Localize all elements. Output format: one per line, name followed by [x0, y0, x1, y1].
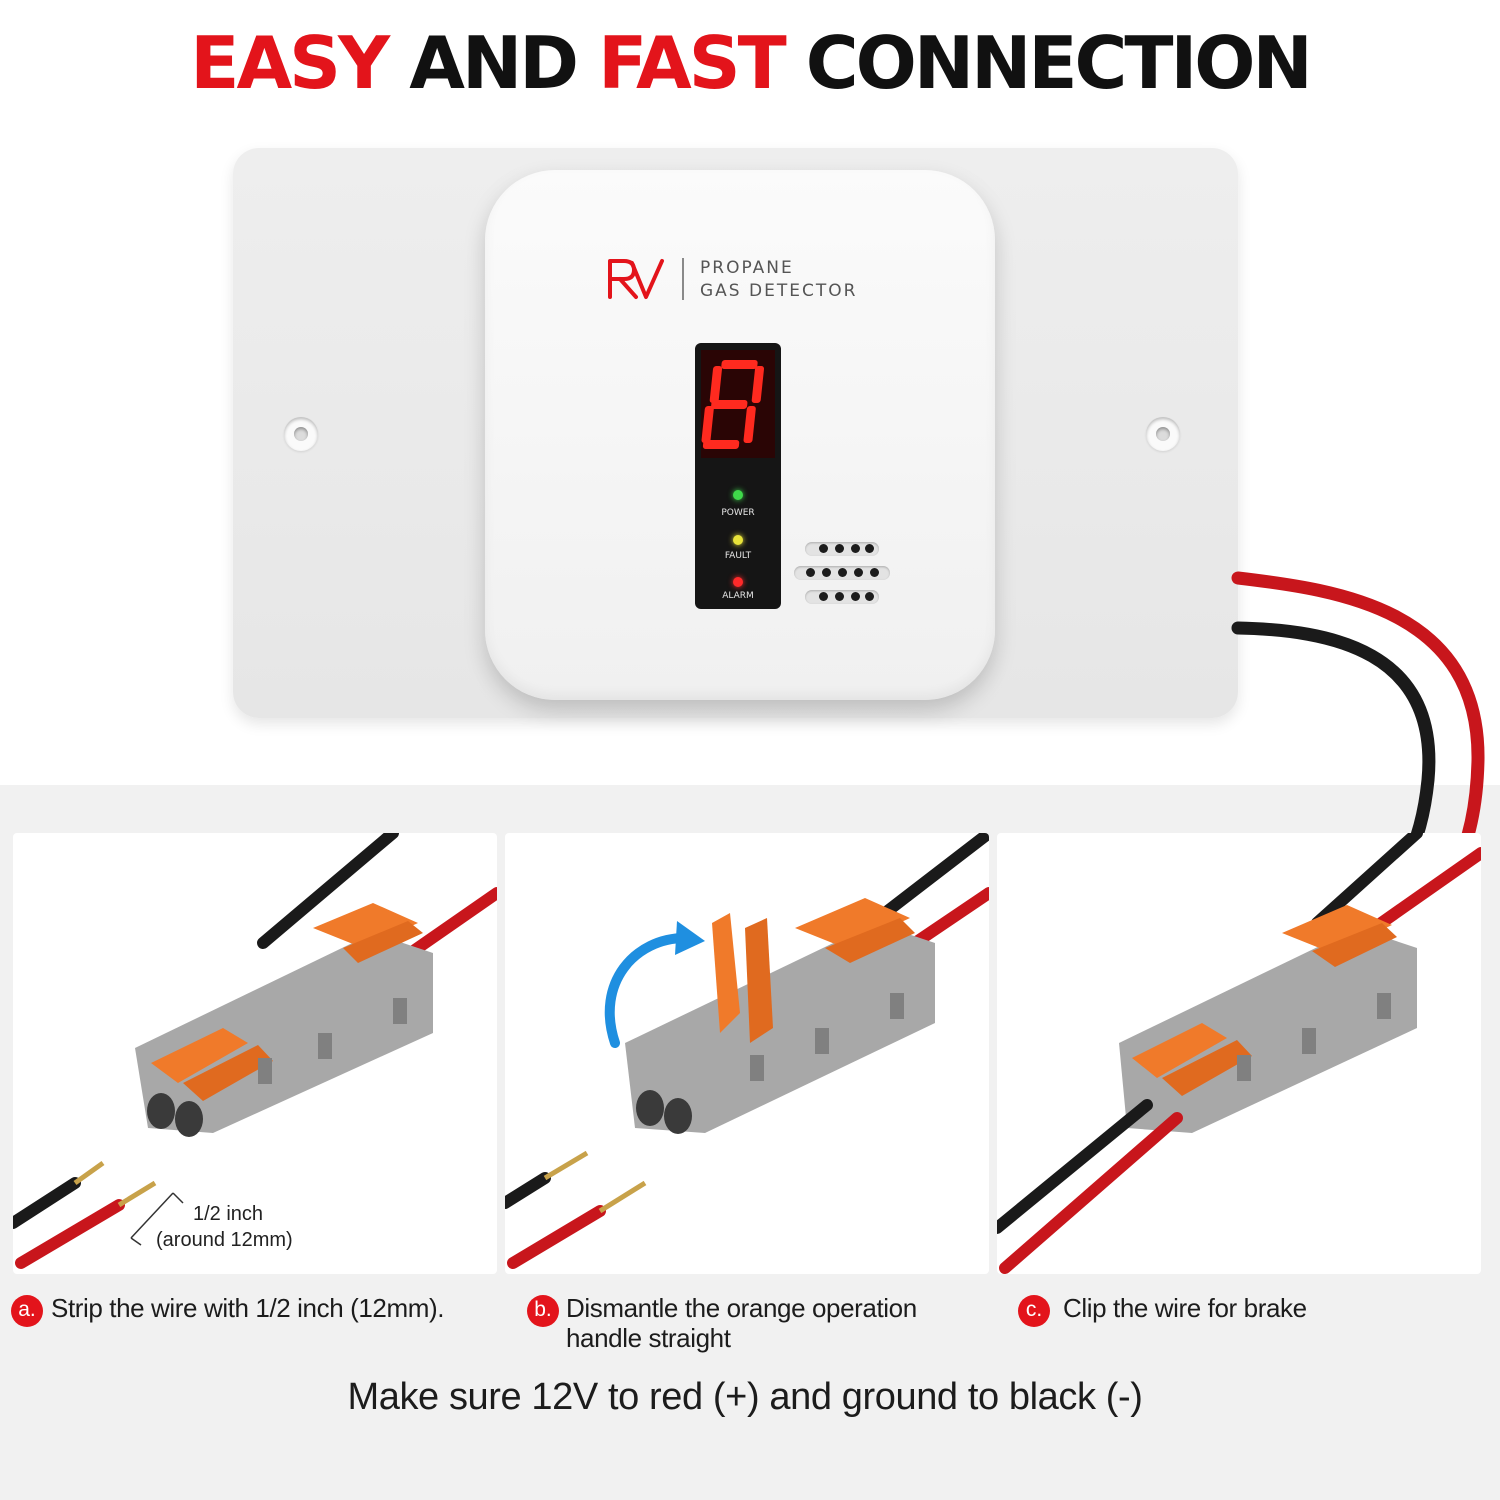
- speaker-vent-row: [805, 590, 879, 604]
- seven-segment-digit-icon: [701, 360, 765, 449]
- speaker-vent-row: [794, 566, 890, 580]
- page-title: EASY AND FAST CONNECTION: [0, 18, 1500, 108]
- step-b-badge: b.: [527, 1295, 559, 1327]
- step-c-card: [997, 833, 1481, 1274]
- alarm-label: ALARM: [722, 591, 754, 601]
- title-word-fast: FAST: [598, 21, 787, 105]
- step-a-card: 1/2 inch (around 12mm): [13, 833, 497, 1274]
- alarm-led-icon: [733, 577, 743, 587]
- power-label: POWER: [721, 508, 755, 518]
- speaker-vent-row: [805, 542, 879, 556]
- title-word-easy: EASY: [190, 21, 390, 105]
- strip-length-metric-label: (around 12mm): [156, 1229, 293, 1251]
- connector-open-icon: [13, 833, 497, 1269]
- polarity-note: Make sure 12V to red (+) and ground to b…: [347, 1376, 1143, 1418]
- left-screw-hole-icon: [284, 417, 318, 451]
- step-a-text: Strip the wire with 1/2 inch (12mm).: [51, 1293, 445, 1323]
- power-led-icon: [733, 490, 743, 500]
- step-a-badge: a.: [11, 1295, 43, 1327]
- right-screw-hole-icon: [1146, 417, 1180, 451]
- title-word-and: AND: [409, 21, 579, 105]
- title-word-connection: CONNECTION: [805, 21, 1313, 105]
- strip-length-label: 1/2 inch: [193, 1203, 264, 1225]
- step-b-text-line2: handle straight: [566, 1323, 731, 1353]
- step-b-card: [505, 833, 989, 1274]
- step-c-badge: c.: [1018, 1295, 1050, 1327]
- brand-divider: [682, 258, 684, 300]
- brand-product-line1: PROPANE: [700, 258, 794, 278]
- rv-logo-icon: [608, 259, 664, 299]
- connector-clipped-icon: [997, 833, 1481, 1274]
- step-b-text: Dismantle the orange operation: [566, 1293, 917, 1323]
- brand-product-line2: GAS DETECTOR: [700, 281, 858, 301]
- fault-led-icon: [733, 535, 743, 545]
- step-c-text: Clip the wire for brake: [1063, 1293, 1307, 1323]
- connector-lever-up-icon: [505, 833, 989, 1269]
- fault-label: FAULT: [724, 551, 752, 561]
